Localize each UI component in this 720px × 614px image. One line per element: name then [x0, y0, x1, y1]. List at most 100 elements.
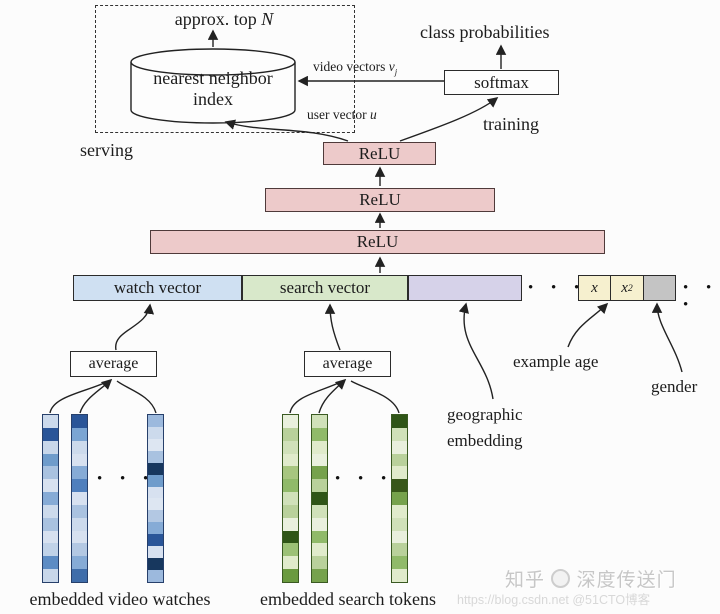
embedding-cell: [312, 543, 327, 557]
serving-label: serving: [80, 140, 133, 160]
embedding-cell: [283, 543, 298, 557]
embedding-cell: [72, 530, 87, 544]
embedding-cell: [43, 492, 58, 505]
embedding-cell: [312, 479, 327, 493]
embedding-cell: [72, 415, 87, 428]
arrow-geo-to-purple-box: [458, 302, 494, 400]
embedding-cell: [283, 453, 298, 467]
embedding-cell: [283, 530, 298, 544]
embedding-cell: [148, 510, 163, 523]
embedding-cell: [312, 415, 327, 428]
fan-video-col1: [49, 380, 110, 414]
embedding-cell: [72, 556, 87, 570]
embedding-cell: [148, 474, 163, 487]
relu-layer-top: ReLU: [323, 142, 436, 165]
video-vectors-text: video vectors: [313, 59, 389, 74]
embedding-cell: [283, 517, 298, 531]
csdn-watermark: https://blog.csdn.net @51CTO博客: [457, 593, 651, 607]
user-vector-text: user vector: [307, 107, 370, 122]
geographic-line1: geographic: [447, 405, 523, 424]
embedding-cell: [148, 415, 163, 427]
approx-top-var: N: [261, 9, 274, 29]
video-vectors-var: v: [388, 59, 395, 74]
softmax-label: softmax: [474, 72, 529, 92]
search-vector-label: search vector: [279, 278, 371, 297]
watch-vector-box: watch vector: [73, 275, 242, 301]
ellipsis-left: • • •: [528, 280, 587, 296]
class-probabilities-label: class probabilities: [420, 22, 550, 42]
search-embedding-column-1: [282, 414, 299, 583]
average-watches-label: average: [88, 355, 139, 372]
ellipsis-right: • • •: [683, 280, 719, 313]
video-embedding-column-1: [42, 414, 59, 583]
embedding-cell: [283, 466, 298, 480]
embedding-cell: [392, 530, 407, 544]
approx-top-text: approx. top: [174, 9, 262, 29]
age-x2-sup: 2: [627, 282, 633, 294]
average-box-searches: average: [304, 351, 391, 377]
embedding-cell: [72, 504, 87, 518]
embedding-cell: [392, 517, 407, 531]
embedding-cell: [148, 569, 163, 582]
video-embedding-column-2: [71, 414, 88, 583]
geographic-embedding-box: [408, 275, 522, 301]
embedding-cell: [148, 558, 163, 570]
nearest-neighbor-index-label: nearest neighbor index: [133, 68, 293, 110]
embedding-cell: [283, 492, 298, 505]
search-embedding-column-2: [311, 414, 328, 583]
watch-vector-label: watch vector: [113, 278, 202, 297]
video-columns-ellipsis: • • •: [97, 471, 156, 487]
arrow-example-age-to-x2: [567, 302, 609, 348]
embedding-cell: [148, 426, 163, 439]
embedding-cell: [148, 534, 163, 547]
embedding-cell: [148, 462, 163, 475]
user-vector-label: user vector u: [307, 107, 377, 123]
average-box-watches: average: [70, 351, 157, 377]
gender-label: gender: [651, 377, 698, 396]
search-columns-ellipsis: • • •: [335, 471, 394, 487]
embedding-cell: [392, 453, 407, 467]
embedding-cell: [72, 543, 87, 557]
embedding-cell: [43, 504, 58, 518]
video-vectors-label: video vectors vj: [313, 59, 397, 77]
embedding-cell: [392, 556, 407, 570]
embedding-cell: [283, 569, 298, 582]
embedding-cell: [43, 427, 58, 441]
arrow-gender-to-graybox: [651, 302, 683, 373]
search-vector-box: search vector: [242, 275, 408, 301]
embedding-cell: [72, 492, 87, 505]
embedding-cell: [148, 546, 163, 559]
embedding-cell: [312, 556, 327, 570]
arrow-average-to-search-vector: [324, 303, 341, 351]
embedding-cell: [148, 450, 163, 463]
geographic-embedding-label: geographic embedding: [447, 402, 523, 454]
relu-bottom-label: ReLU: [356, 232, 399, 251]
embedding-cell: [43, 543, 58, 557]
approx-top-n-label: approx. top N: [95, 9, 353, 30]
embedding-cell: [312, 492, 327, 505]
embedding-cell: [72, 466, 87, 480]
nn-index-line1: nearest neighbor: [153, 68, 273, 88]
embedding-cell: [72, 427, 87, 441]
relu-layer-middle: ReLU: [265, 188, 495, 212]
search-embedding-column-3: [391, 414, 408, 583]
embedding-cell: [43, 415, 58, 428]
embedding-cell: [148, 438, 163, 451]
embedding-cell: [148, 498, 163, 511]
embedding-cell: [392, 415, 407, 428]
embedding-cell: [283, 556, 298, 570]
embedding-cell: [148, 522, 163, 535]
embedding-cell: [283, 504, 298, 518]
serving-dashed-box: [95, 5, 355, 133]
embedding-cell: [148, 486, 163, 499]
embedding-cell: [392, 543, 407, 557]
relu-middle-label: ReLU: [359, 190, 401, 209]
average-searches-label: average: [322, 355, 373, 372]
training-label: training: [483, 114, 539, 134]
embedding-cell: [312, 517, 327, 531]
embedding-cell: [43, 530, 58, 544]
embedding-cell: [43, 479, 58, 493]
relu-layer-bottom: ReLU: [150, 230, 605, 254]
embedding-cell: [392, 479, 407, 493]
